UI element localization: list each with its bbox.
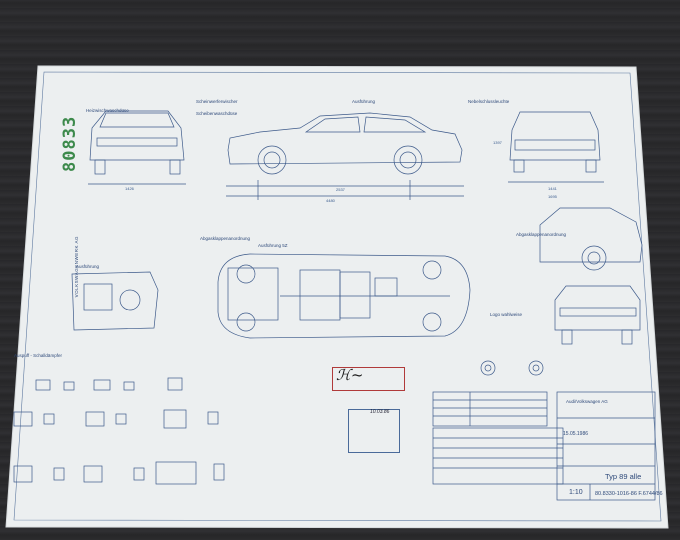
dim-length: 4480 [326, 198, 335, 203]
title-block-drawing-number: 80.8330-1016-86 F.6744/86 [595, 491, 663, 497]
dim-rear: 1441 [548, 186, 557, 191]
handwritten-date: 10.03.86 [370, 409, 390, 415]
dim-wheelbase: 2537 [336, 187, 345, 192]
label-side-top: Ausführung [352, 99, 376, 104]
label-version: Ausführung 5Z [258, 243, 288, 248]
inspection-stamp [348, 409, 400, 453]
label-underside-right: Abgasklappenanordnung [516, 232, 567, 237]
title-block-scale: 1:10 [569, 489, 583, 496]
label-front-right-1: Scheinwerferwischer [196, 99, 238, 104]
label-exhaust-title: Auspuff - Schalldämpfer [14, 353, 62, 358]
label-front-left: Heizwischwaschdüse [86, 108, 129, 113]
title-block-date: 15.05.1986 [563, 431, 589, 437]
dim-height: 1397 [493, 140, 502, 145]
label-rear-right: Nebelschlussleuchte [468, 99, 510, 104]
title-block-company: Audi/Volkswagen AG [566, 399, 608, 404]
label-underside-left: Abgasklappenanordnung [200, 236, 251, 241]
label-front-right-2: Scheibenwaschdüse [196, 111, 238, 116]
title-block-type: Typ 89 alle [605, 472, 642, 481]
dim-rear-total: 1695 [548, 194, 557, 199]
dim-track-front: 1426 [125, 186, 134, 191]
signature: ℋ~ [336, 366, 364, 384]
label-logo: Logo wahlweise [490, 312, 523, 317]
label-engine: Ausführung [76, 264, 100, 269]
stamp-number: 80833 [60, 115, 80, 172]
red-approval-stamp [332, 367, 405, 391]
